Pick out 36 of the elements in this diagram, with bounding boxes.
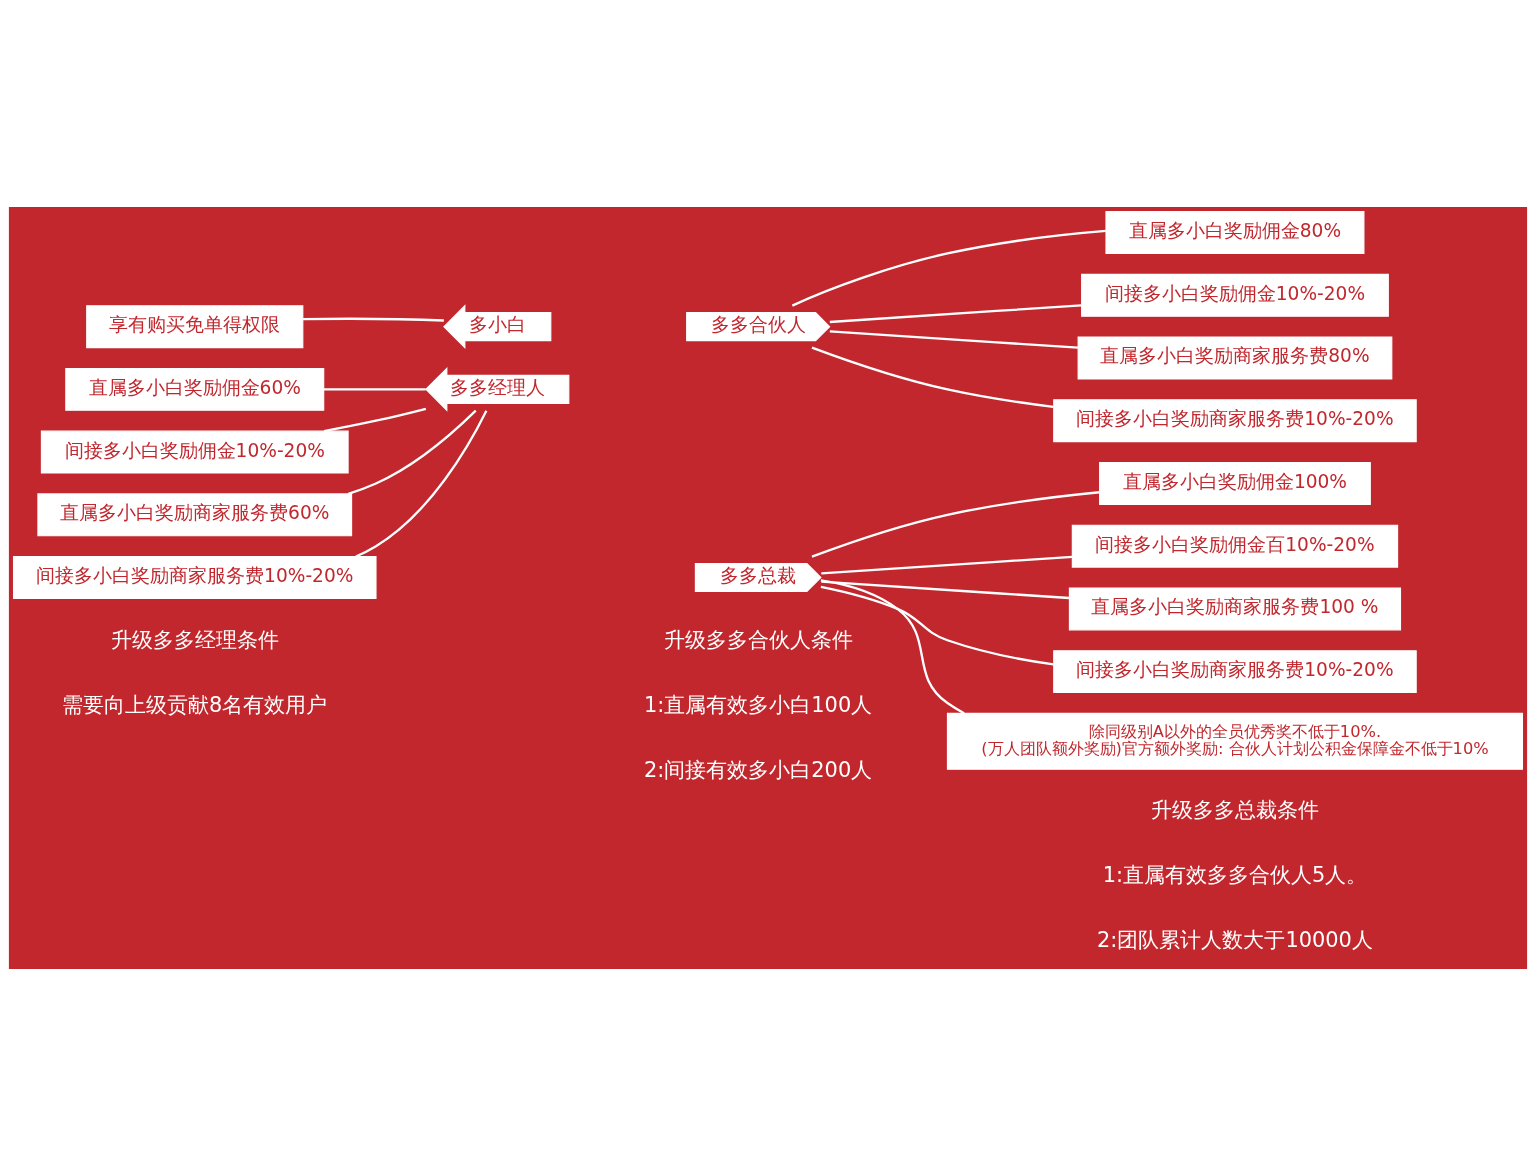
connector [820, 585, 1054, 666]
connector [303, 317, 444, 322]
label: 升级多多总裁条件 [1150, 797, 1319, 822]
connector [821, 580, 1070, 599]
node-box: 直属多小白奖励佣金80% [1105, 210, 1365, 254]
node-box: 直属多小白奖励佣金60% [65, 367, 325, 411]
label: 2:团队累计人数大于10000人 [1097, 927, 1373, 952]
label: 1:直属有效多多合伙人5人。 [1102, 862, 1368, 887]
label: 2:间接有效多小白200人 [644, 757, 873, 782]
node-box: 直属多小白奖励佣金100% [1099, 461, 1371, 505]
connector [829, 329, 1078, 349]
node-box: 享有购买免单得权限 [86, 304, 304, 348]
connector [355, 409, 488, 558]
node-box: 除同级别A以外的全员优秀奖不低于10%. (万人团队额外奖励)官方额外奖励: 合伙人计划公积金保障金不低于10% [946, 712, 1524, 770]
node-box: 间接多小白奖励佣金10%-20% [40, 430, 349, 474]
node-box: 间接多小白奖励佣金10%-20% [1081, 273, 1389, 317]
connector [323, 387, 426, 391]
connector [323, 407, 427, 432]
node-box: 间接多小白奖励商家服务费10%-20% [12, 555, 377, 599]
connector [811, 490, 1100, 558]
connector [829, 303, 1082, 323]
label: 需要向上级贡献8名有效用户 [62, 692, 328, 717]
node-box: 间接多小白奖励商家服务费10%-20% [1053, 398, 1417, 442]
connector [347, 409, 477, 495]
node-box: 间接多小白奖励佣金百10%-20% [1071, 524, 1399, 568]
node-box: 直属多小白奖励商家服务费100 % [1068, 586, 1402, 630]
connector [791, 229, 1107, 307]
label: 1:直属有效多小白100人 [644, 692, 873, 717]
label: 升级多多合伙人条件 [663, 627, 853, 652]
node-box: 间接多小白奖励商家服务费10%-20% [1053, 649, 1417, 693]
connector [821, 555, 1073, 575]
node-box: 直属多小白奖励商家服务费60% [37, 492, 353, 536]
connector [811, 345, 1054, 408]
label: 升级多多经理条件 [110, 627, 279, 652]
connector [820, 578, 965, 714]
node-box: 直属多小白奖励商家服务费80% [1077, 336, 1393, 379]
